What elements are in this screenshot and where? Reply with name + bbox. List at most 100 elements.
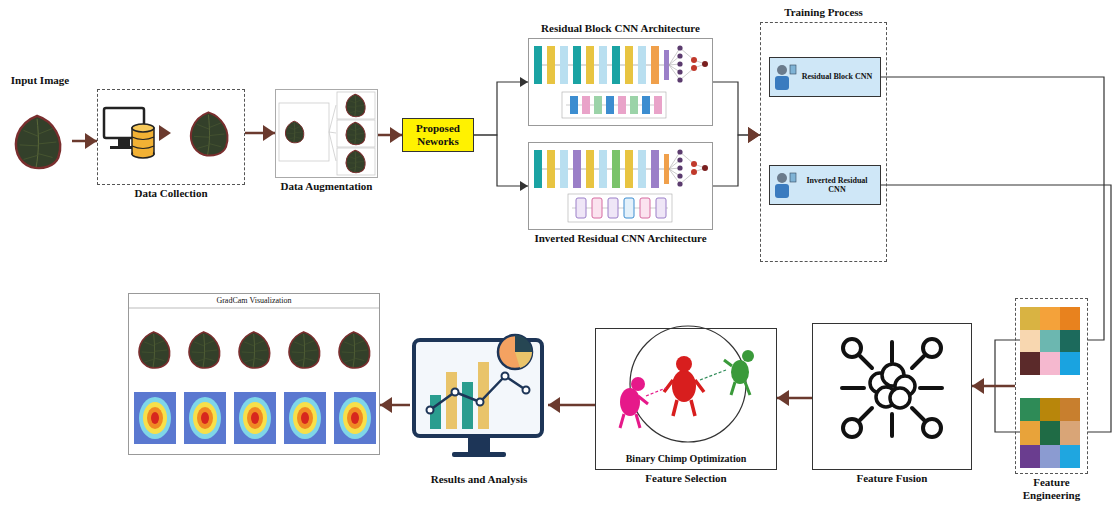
residual-architecture-graphic — [560, 46, 568, 84]
results-monitor — [468, 437, 490, 452]
feature-engineering-group: Feature Engineering — [1015, 298, 1088, 474]
training-model-icon — [790, 173, 796, 182]
inverted-architecture-graphic — [691, 169, 697, 175]
inverted-architecture-graphic — [669, 152, 705, 184]
training-model-icon — [775, 76, 789, 90]
residual-architecture-graphic — [702, 61, 708, 67]
chimp-optimization-graphic — [676, 356, 692, 372]
augmentation-samples — [346, 150, 365, 172]
feature-grid — [1060, 352, 1080, 375]
chimp-optimization-graphic — [620, 396, 648, 428]
residual-architecture-graphic — [638, 46, 646, 84]
chimp-optimization-graphic — [646, 388, 666, 396]
residual-architecture-graphic — [618, 96, 626, 114]
residual-architecture-graphic — [677, 53, 682, 58]
inverted-architecture-graphic — [592, 198, 602, 218]
results-monitor — [502, 373, 509, 380]
connector-arrow — [713, 135, 760, 186]
chimp-optimization-graphic — [620, 388, 640, 416]
fusion-icon — [842, 339, 942, 437]
residual-architecture-graphic — [630, 96, 638, 114]
residual-architecture-graphic — [677, 77, 682, 82]
stage-label: Data Augmentation — [281, 180, 373, 193]
data-collection-icon — [191, 112, 228, 155]
data-collection-icon — [159, 125, 171, 141]
residual-architecture-graphic — [586, 46, 594, 84]
stage-label: GradCam Visualization — [216, 296, 291, 305]
data-collection-icon — [132, 124, 154, 132]
results-monitor — [414, 335, 542, 457]
connector-arrow — [474, 135, 528, 186]
results-monitor — [515, 352, 532, 368]
gradcam-panel — [339, 332, 370, 368]
inverted-architecture-graphic — [568, 194, 672, 222]
stage-label: Inverted Residual CNN Architecture — [534, 232, 706, 245]
residual-architecture-graphic — [612, 46, 620, 84]
model-box: Inverted Residual CNN — [769, 165, 881, 205]
connector-arrow — [972, 385, 1015, 388]
inverted-architecture-graphic — [656, 198, 666, 218]
gradcam-panel — [184, 392, 226, 444]
inverted-architecture-graphic — [677, 181, 682, 186]
residual-architecture-graphic — [573, 46, 581, 84]
residual-architecture-graphic — [651, 46, 659, 84]
chimp-optimization-graphic — [672, 370, 696, 402]
connector-arrow — [881, 185, 1111, 432]
gradcam-panel — [189, 332, 220, 368]
feature-grid — [1040, 330, 1060, 352]
feature-grid — [1040, 398, 1060, 421]
data-collection-box: Data Collection — [97, 89, 245, 185]
gradcam-panel — [239, 332, 270, 368]
residual-architecture-graphic — [606, 96, 614, 114]
augmentation-samples — [279, 92, 375, 175]
stage-label: Data Collection — [134, 187, 207, 200]
gradcam-panel — [128, 308, 380, 444]
results-monitor — [414, 340, 542, 436]
training-model-icon — [790, 65, 796, 74]
inverted-architecture-graphic — [677, 165, 682, 170]
inverted-architecture-graphic — [586, 150, 594, 188]
residual-architecture-graphic — [534, 45, 708, 118]
residual-architecture-graphic — [562, 92, 666, 118]
augmentation-samples — [337, 92, 375, 119]
chimp-optimization-graphic — [630, 326, 746, 442]
fusion-icon — [890, 388, 910, 408]
residual-architecture-graphic — [677, 45, 682, 50]
gradcam-box: GradCam Visualization — [128, 293, 380, 455]
feature-grid — [1040, 445, 1060, 468]
architecture-box: Inverted Residual CNN Architecture — [528, 142, 713, 230]
results-monitor — [446, 372, 457, 429]
fusion-icon — [843, 339, 861, 357]
results-monitor — [452, 452, 506, 457]
results-monitor — [515, 335, 532, 352]
residual-architecture-graphic — [570, 96, 578, 114]
gradcam-panel — [289, 332, 320, 368]
gradcam-panel — [234, 392, 276, 444]
feature-grid — [1060, 398, 1080, 421]
augmentation-samples — [285, 121, 303, 143]
training-model-icon — [775, 65, 796, 198]
residual-architecture-graphic — [664, 50, 669, 80]
inverted-architecture-graphic — [534, 150, 542, 188]
feature-grid — [1040, 352, 1060, 375]
data-collection-icon — [104, 108, 228, 158]
box-label: Proposed Neworks — [405, 122, 471, 147]
residual-architecture-graphic — [691, 65, 697, 71]
fusion-icon — [923, 419, 941, 437]
architecture-box: Residual Block CNN Architecture — [528, 38, 713, 126]
training-group: Training ProcessResidual Block CNNInvert… — [760, 22, 887, 262]
chimp-optimization-graphic — [742, 350, 754, 362]
gradcam-panel — [284, 392, 326, 444]
inverted-architecture-graphic — [677, 157, 682, 162]
input-image: Input Image — [8, 72, 72, 180]
chimp-optimization-graphic — [724, 360, 750, 395]
augmentation-samples — [337, 148, 375, 175]
connector-arrow — [245, 132, 275, 135]
augmentation-samples — [346, 122, 365, 144]
box-label: Residual Block CNN — [802, 72, 873, 81]
inverted-architecture-graphic — [534, 149, 708, 222]
residual-architecture-graphic — [677, 61, 682, 66]
residual-architecture-graphic — [669, 48, 705, 80]
chimp-optimization-graphic — [731, 360, 749, 384]
